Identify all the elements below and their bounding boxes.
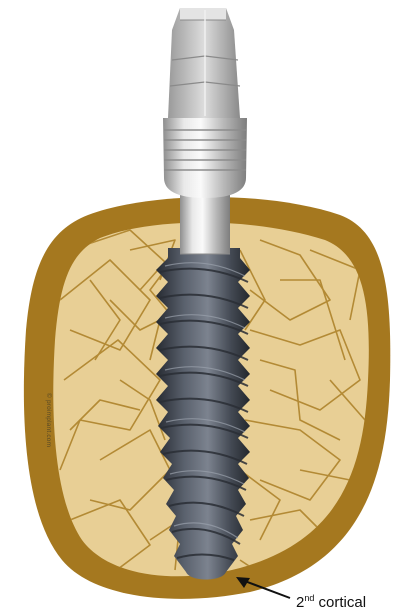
label-suffix: nd (304, 593, 314, 603)
label-text: cortical (319, 594, 367, 611)
second-cortical-label: 2nd cortical (296, 589, 366, 612)
abutment-neck (180, 192, 230, 254)
implant-body (156, 248, 250, 580)
watermark: © proimplant.com (45, 393, 52, 447)
